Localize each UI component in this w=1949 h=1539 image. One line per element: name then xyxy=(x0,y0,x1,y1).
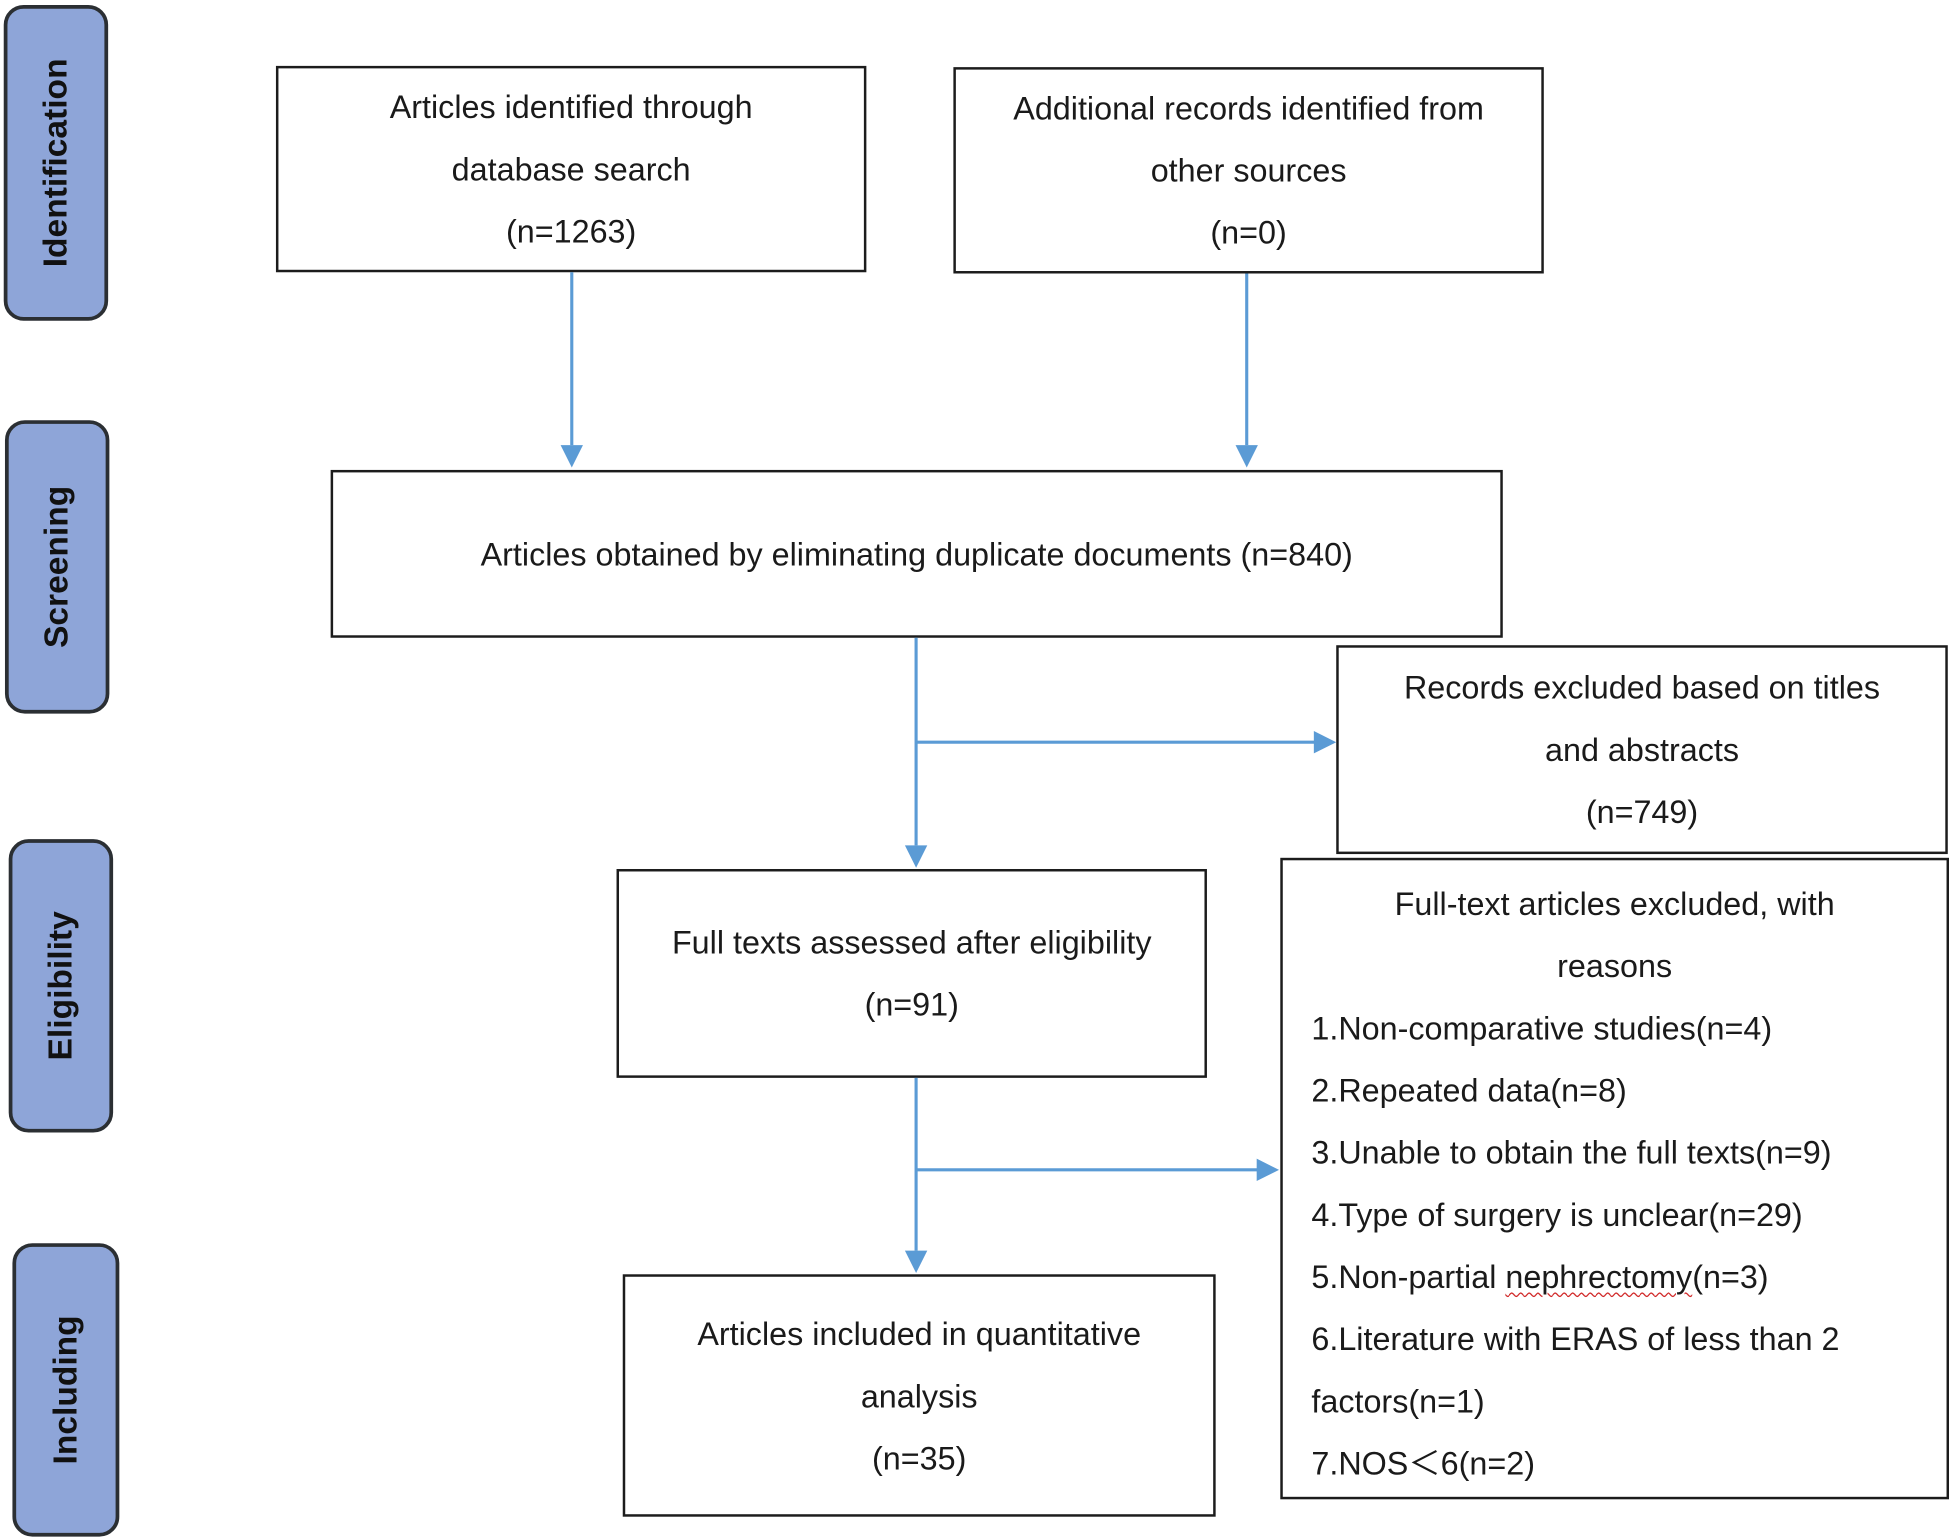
excluded-titles-count: (n=749) xyxy=(1585,793,1699,831)
fulltext-excluded-heading-2: reasons xyxy=(1557,947,1673,985)
reason-3: 3.Unable to obtain the full texts(n=9) xyxy=(1311,1133,1832,1172)
included-count: (n=35) xyxy=(872,1439,967,1477)
phase-eligibility: Eligibility xyxy=(8,839,114,1133)
arrowhead-additional xyxy=(1235,445,1258,468)
additional-count: (n=0) xyxy=(1210,213,1287,252)
identified-records-box: Articles identified through database sea… xyxy=(275,65,867,273)
included-line-1: Articles included in quantitative xyxy=(697,1314,1142,1352)
full-texts-line-1: Full texts assessed after eligibility xyxy=(671,923,1152,961)
excluded-titles-line-2: and abstracts xyxy=(1544,731,1740,769)
reason-5: 5.Non-partial nephrectomy(n=3) xyxy=(1311,1246,1946,1308)
included-box: Articles included in quantitative analys… xyxy=(622,1274,1216,1517)
arrowhead-identified xyxy=(560,445,583,468)
reason-6-line-2: factors(n=1) xyxy=(1311,1382,1485,1420)
excluded-titles-box: Records excluded based on titles and abs… xyxy=(1336,645,1948,855)
arrowhead-included xyxy=(904,1250,928,1274)
additional-records-box: Additional records identified from other… xyxy=(953,67,1544,274)
fulltext-excluded-heading-1: Full-text articles excluded, with xyxy=(1394,885,1835,923)
arrowhead-excluded-titles xyxy=(1313,731,1337,754)
deduplicated-text: Articles obtained by eliminating duplica… xyxy=(480,535,1353,573)
reason-1: 1.Non-comparative studies(n=4) xyxy=(1311,1009,1773,1047)
reason-5-prefix: 5.Non-partial xyxy=(1311,1258,1506,1296)
reason-2: 2.Repeated data(n=8) xyxy=(1311,1071,1627,1109)
arrowhead-full-texts xyxy=(904,845,928,868)
reason-7: 7.NOS＜6(n=2) xyxy=(1311,1444,1535,1482)
reason-6-line-1: 6.Literature with ERAS of less than 2 xyxy=(1311,1320,1840,1358)
reason-5-suffix: (n=3) xyxy=(1692,1258,1769,1296)
excluded-titles-line-1: Records excluded based on titles xyxy=(1403,668,1881,707)
phase-including: Including xyxy=(12,1243,120,1537)
fulltext-excluded-box: Full-text articles excluded, with reason… xyxy=(1280,857,1949,1500)
identified-count: (n=1263) xyxy=(506,212,637,250)
included-line-2: analysis xyxy=(860,1376,978,1415)
identified-line-2: database search xyxy=(451,150,691,188)
identified-line-1: Articles identified through xyxy=(389,88,753,126)
phase-identification: Identification xyxy=(3,4,109,321)
reason-5-term: nephrectomy xyxy=(1505,1258,1693,1296)
full-texts-box: Full texts assessed after eligibility (n… xyxy=(616,868,1207,1078)
reason-4: 4.Type of surgery is unclear(n=29) xyxy=(1311,1195,1803,1234)
deduplicated-box: Articles obtained by eliminating duplica… xyxy=(330,469,1503,638)
full-texts-count: (n=91) xyxy=(864,985,959,1024)
additional-line-1: Additional records identified from xyxy=(1013,89,1484,127)
arrowhead-fulltext-excluded xyxy=(1256,1158,1280,1182)
phase-screening: Screening xyxy=(4,420,110,714)
additional-line-2: other sources xyxy=(1150,151,1347,189)
